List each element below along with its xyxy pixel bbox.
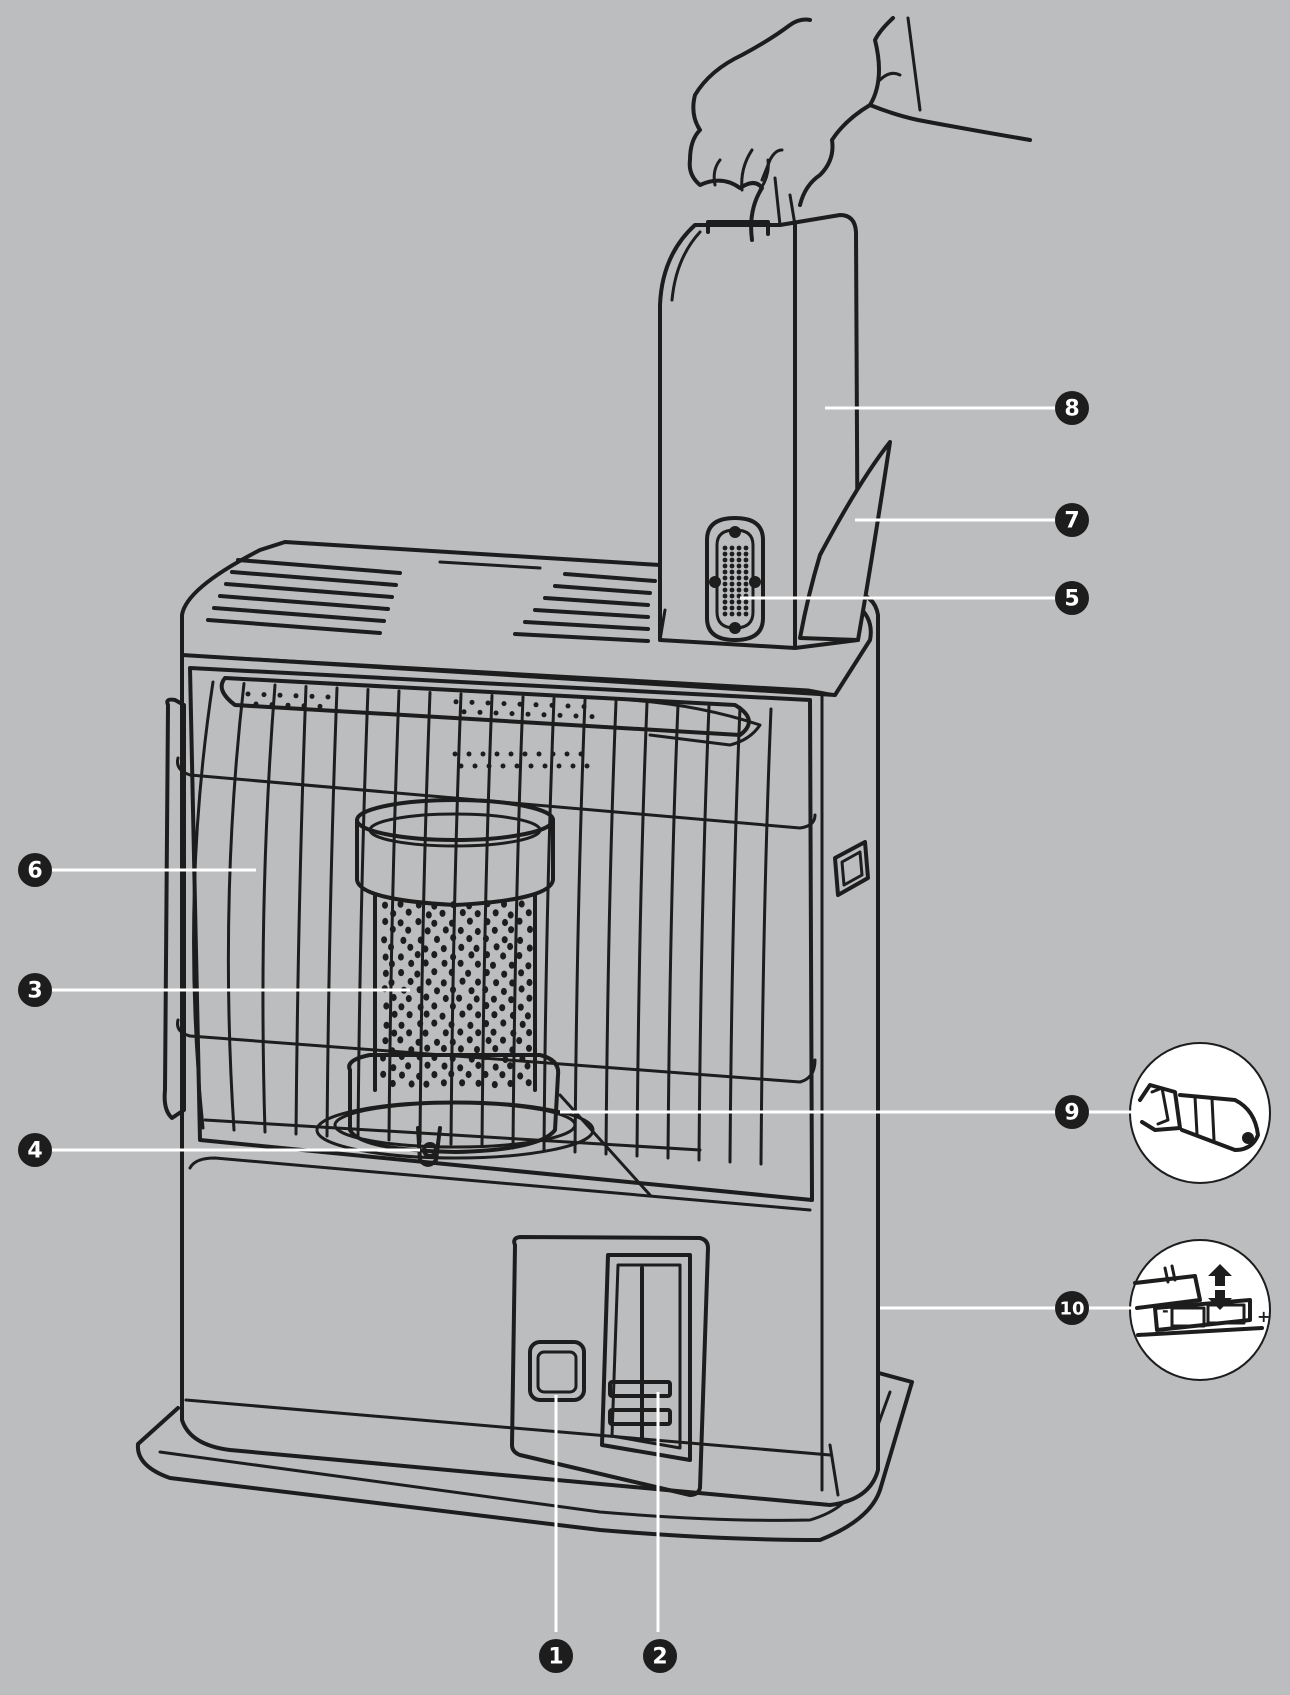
guard-wire	[604, 700, 618, 1156]
tank-cap-flap	[798, 440, 892, 642]
callout-4: 4	[18, 1133, 52, 1167]
guard-wire	[480, 694, 494, 1148]
hand-illustration	[687, 16, 1032, 242]
battery-plus-sign: +	[1257, 1307, 1270, 1326]
callout-10-label: 10	[1059, 1299, 1084, 1320]
top-vent-left	[206, 558, 402, 635]
guard-wire	[192, 680, 215, 1130]
callout-8: 8	[1055, 391, 1089, 425]
callout-3-label: 3	[27, 979, 42, 1004]
callout-2-label: 2	[652, 1645, 667, 1670]
guard-wire	[635, 701, 649, 1158]
callout-3: 3	[18, 973, 52, 1007]
right-side-grip	[833, 840, 870, 897]
callout-10: 10	[1055, 1291, 1089, 1325]
control-panel	[510, 1235, 710, 1497]
callout-7-label: 7	[1064, 509, 1079, 534]
kerosene-heater-illustration	[135, 16, 1032, 1542]
guard-wire	[759, 707, 773, 1166]
inset-battery: - +	[1129, 1239, 1271, 1381]
callout-7: 7	[1055, 503, 1089, 537]
guard-wire	[697, 704, 711, 1162]
callout-9-label: 9	[1064, 1101, 1079, 1126]
guard-wire	[666, 703, 680, 1160]
callout-1-label: 1	[548, 1645, 563, 1670]
callout-5: 5	[1055, 581, 1089, 615]
guard-wire	[356, 688, 370, 1140]
fuel-gauge	[705, 516, 765, 642]
top-vent-right	[513, 572, 657, 643]
callout-4-label: 4	[27, 1139, 42, 1164]
guard-wire	[387, 689, 401, 1142]
battery-minus-sign: -	[1162, 1301, 1169, 1320]
callout-2: 2	[643, 1639, 677, 1673]
guard-wire	[226, 682, 246, 1132]
guard-wire	[542, 697, 556, 1152]
leader-lines	[50, 406, 1140, 1632]
guard-wire	[573, 698, 587, 1154]
guard-wire	[418, 691, 432, 1144]
left-handle	[162, 697, 186, 1120]
callout-1: 1	[539, 1639, 573, 1673]
fuel-tank-cartridge	[658, 213, 860, 650]
callout-8-label: 8	[1064, 397, 1079, 422]
guard-wire	[261, 683, 277, 1134]
guard-wires	[192, 680, 773, 1166]
callout-9: 9	[1055, 1095, 1089, 1129]
callout-6-label: 6	[27, 859, 42, 884]
dotted-vent-strip	[245, 691, 595, 769]
heater-window	[188, 666, 814, 1202]
callout-6: 6	[18, 853, 52, 887]
guard-wire	[728, 706, 742, 1164]
guard-wire	[511, 695, 525, 1150]
guard-wire	[449, 692, 463, 1146]
slider-lever-top	[608, 1380, 672, 1398]
guard-wire	[325, 686, 339, 1138]
guard-wire	[294, 685, 308, 1136]
callout-5-label: 5	[1064, 587, 1079, 612]
slider-lever-bottom	[608, 1408, 672, 1426]
inset-igniter	[1129, 1042, 1271, 1184]
